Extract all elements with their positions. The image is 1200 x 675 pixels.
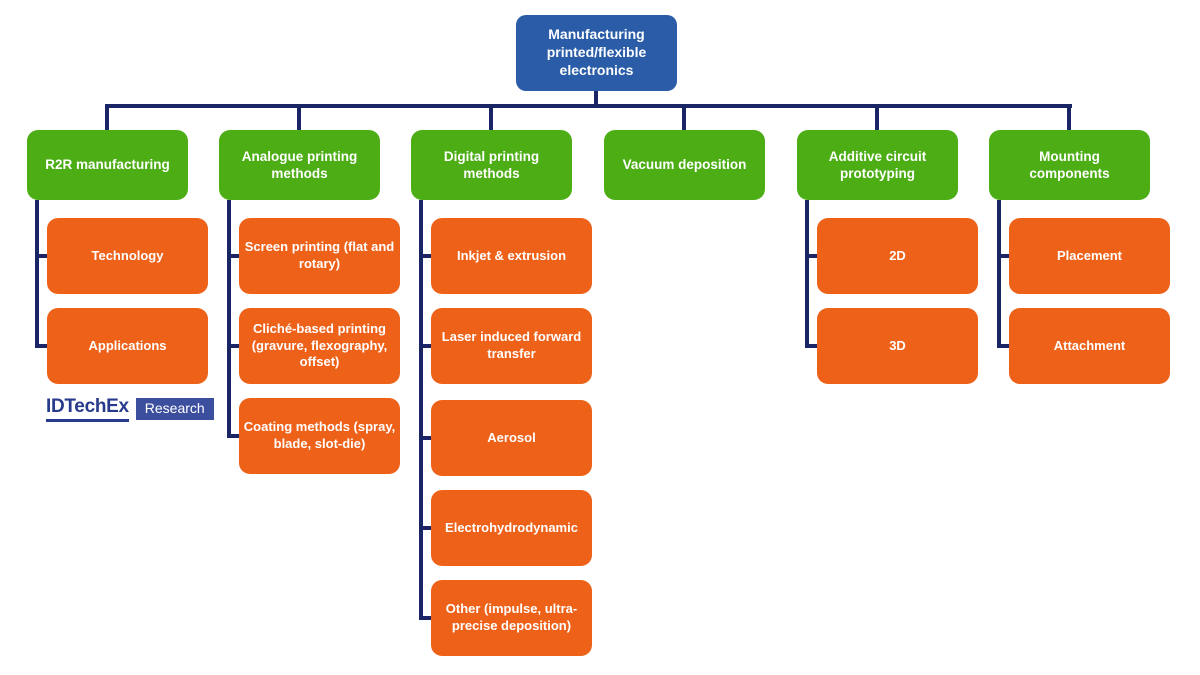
- connector-stub-technology: [35, 254, 49, 258]
- connector-stub-2d: [805, 254, 819, 258]
- branch-node-r2r-manufacturing: R2R manufacturing: [27, 130, 188, 200]
- child-node-laser-induced-forward-transfer: Laser induced forward transfer: [431, 308, 592, 384]
- connector-branch-stub-3: [489, 104, 493, 132]
- branch-node-mounting-components: Mounting components: [989, 130, 1150, 200]
- connector-trunk-digital: [419, 200, 423, 620]
- connector-branch-stub-2: [297, 104, 301, 132]
- child-node-attachment: Attachment: [1009, 308, 1170, 384]
- connector-trunk-mounting: [997, 200, 1001, 348]
- connector-branch-stub-5: [875, 104, 879, 132]
- connector-stub-coating: [227, 434, 241, 438]
- branch-node-additive-circuit: Additive circuit prototyping: [797, 130, 958, 200]
- research-badge: Research: [135, 398, 214, 420]
- connector-main-rail: [105, 104, 1072, 108]
- idtechex-wordmark: IDTechEx: [46, 396, 129, 422]
- connector-branch-stub-4: [682, 104, 686, 132]
- connector-stub-ehd: [419, 526, 433, 530]
- connector-stub-lift: [419, 344, 433, 348]
- child-node-2d: 2D: [817, 218, 978, 294]
- idtechex-logo: IDTechEx Research: [46, 396, 214, 422]
- child-node-cliche-based-printing: Cliché-based printing (gravure, flexogra…: [239, 308, 400, 384]
- connector-stub-screen-printing: [227, 254, 241, 258]
- child-node-inkjet-extrusion: Inkjet & extrusion: [431, 218, 592, 294]
- child-node-other-impulse: Other (impulse, ultra-precise deposition…: [431, 580, 592, 656]
- child-node-screen-printing: Screen printing (flat and rotary): [239, 218, 400, 294]
- child-node-coating-methods: Coating methods (spray, blade, slot-die): [239, 398, 400, 474]
- connector-stub-placement: [997, 254, 1011, 258]
- child-node-placement: Placement: [1009, 218, 1170, 294]
- root-node-manufacturing: Manufacturing printed/flexible electroni…: [516, 15, 677, 91]
- connector-stub-3d: [805, 344, 819, 348]
- child-node-3d: 3D: [817, 308, 978, 384]
- connector-branch-stub-6: [1067, 104, 1071, 132]
- connector-root-drop: [594, 91, 598, 106]
- child-node-aerosol: Aerosol: [431, 400, 592, 476]
- connector-stub-attachment: [997, 344, 1011, 348]
- connector-trunk-additive: [805, 200, 809, 348]
- connector-trunk-analogue: [227, 200, 231, 438]
- child-node-technology: Technology: [47, 218, 208, 294]
- branch-node-vacuum-deposition: Vacuum deposition: [604, 130, 765, 200]
- child-node-applications: Applications: [47, 308, 208, 384]
- branch-node-analogue-printing: Analogue printing methods: [219, 130, 380, 200]
- branch-node-digital-printing: Digital printing methods: [411, 130, 572, 200]
- child-node-electrohydrodynamic: Electrohydrodynamic: [431, 490, 592, 566]
- connector-trunk-r2r: [35, 200, 39, 348]
- connector-branch-stub-1: [105, 104, 109, 132]
- connector-stub-aerosol: [419, 436, 433, 440]
- connector-stub-inkjet: [419, 254, 433, 258]
- connector-stub-applications: [35, 344, 49, 348]
- connector-stub-cliche: [227, 344, 241, 348]
- connector-stub-other: [419, 616, 433, 620]
